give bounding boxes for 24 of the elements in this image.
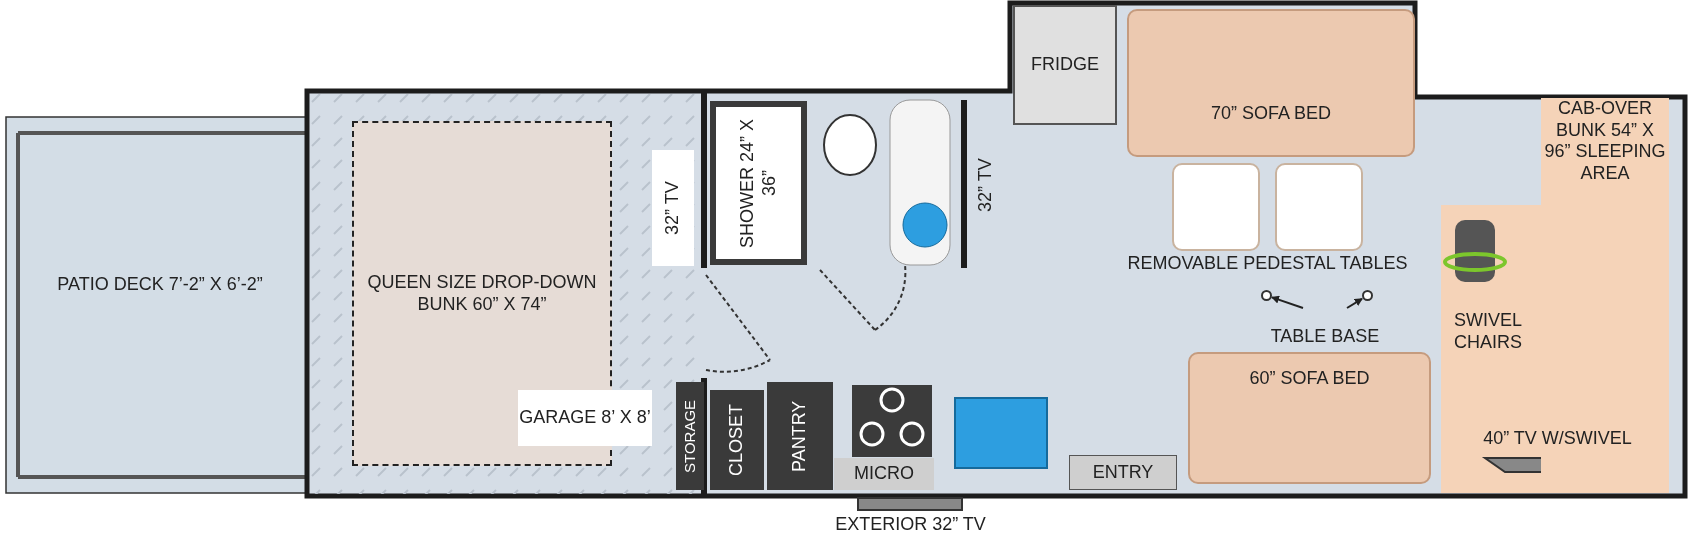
- pedestal-table: [1275, 163, 1363, 251]
- storage-cabinet: STORAGE: [676, 382, 704, 490]
- garage-label-box: GARAGE 8’ X 8’: [518, 390, 652, 446]
- feature-label: EXTERIOR 32” TV: [834, 514, 987, 536]
- patio-deck-label: PATIO DECK 7’-2” X 6’-2”: [30, 250, 290, 320]
- feature-label: 40” TV W/SWIVEL: [1482, 428, 1633, 450]
- fridge-box: FRIDGE: [1013, 5, 1117, 125]
- arrow: [1346, 297, 1363, 309]
- tv-label: 32” TV: [966, 105, 1006, 265]
- entry-step: ENTRY: [1069, 455, 1177, 490]
- sofa-bed: 70” SOFA BED: [1127, 9, 1415, 157]
- arrow: [1271, 295, 1304, 309]
- closet-cabinet: CLOSET: [710, 390, 764, 490]
- feature-label: REMOVABLE PEDESTAL TABLES: [1126, 253, 1409, 275]
- table-base-circle: [1362, 290, 1373, 301]
- tv-label-box: 32” TV: [652, 150, 694, 266]
- sofa-bed: 60” SOFA BED: [1188, 352, 1431, 484]
- micro-counter: MICRO: [834, 458, 934, 490]
- feature-label: SWIVEL CHAIRS: [1453, 310, 1523, 354]
- shower-stall: SHOWER 24” X 36”: [710, 101, 807, 265]
- table-base-circle: [1261, 290, 1272, 301]
- table-base-label: TABLE BASE: [1252, 308, 1398, 348]
- pedestal-table: [1172, 163, 1260, 251]
- pantry-cabinet: PANTRY: [767, 382, 833, 490]
